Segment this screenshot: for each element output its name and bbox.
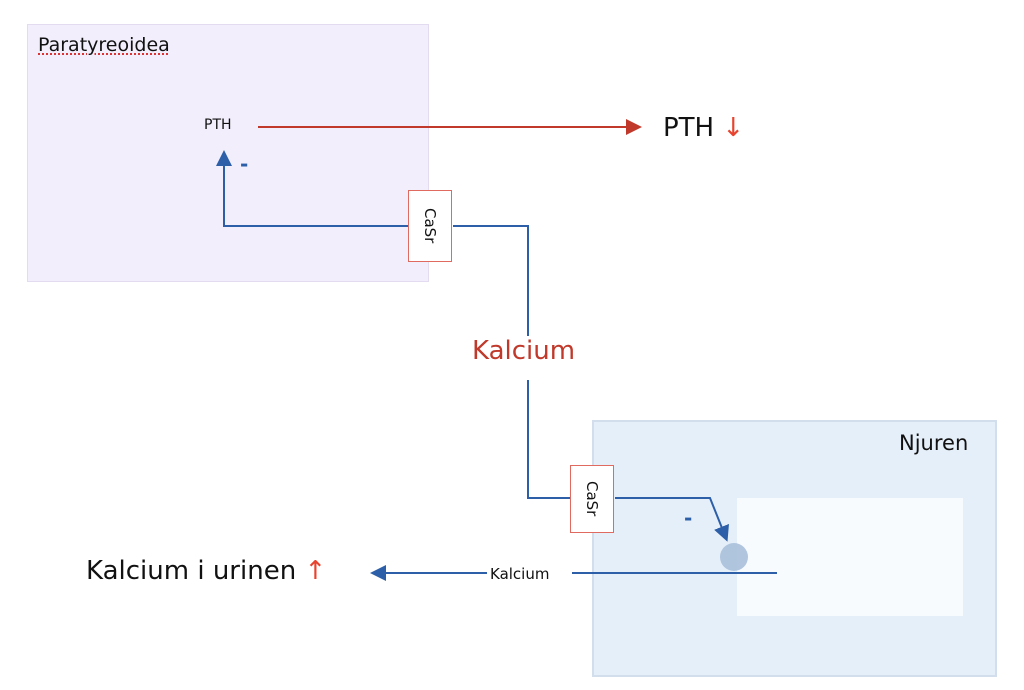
pth-label: PTH: [204, 117, 232, 133]
pth-output-label: PTH: [663, 113, 715, 143]
pth-output: PTH ↓: [663, 113, 744, 143]
calcium-channel: [720, 543, 748, 571]
up-arrow-icon: ↑: [304, 556, 327, 586]
calcium-to-parathyroid-line: [453, 225, 529, 336]
inhibit-sign: -: [684, 506, 693, 530]
kidney-title: Njuren: [899, 431, 969, 455]
casr-inhibit-pth-arrow: [216, 150, 408, 227]
casr-inhibit-channel-arrow: [615, 497, 729, 542]
calcium-to-kidney-line: [527, 380, 570, 499]
casr-label: CaSr: [583, 481, 601, 517]
casr-label: CaSr: [421, 208, 439, 244]
calcium-flow-label: Kalcium: [490, 565, 550, 583]
urine-calcium-output: Kalcium i urinen ↑: [86, 556, 326, 586]
down-arrow-icon: ↓: [722, 113, 745, 143]
calcium-label: Kalcium: [472, 336, 576, 366]
kidney-tubule-cell: [737, 498, 963, 616]
parathyroid-title: Paratyreoidea: [38, 34, 170, 56]
casr-receptor-kidney: CaSr: [570, 465, 614, 533]
inhibit-sign: -: [240, 152, 249, 176]
urine-calcium-label: Kalcium i urinen: [86, 556, 297, 586]
casr-receptor-parathyroid: CaSr: [408, 190, 452, 262]
